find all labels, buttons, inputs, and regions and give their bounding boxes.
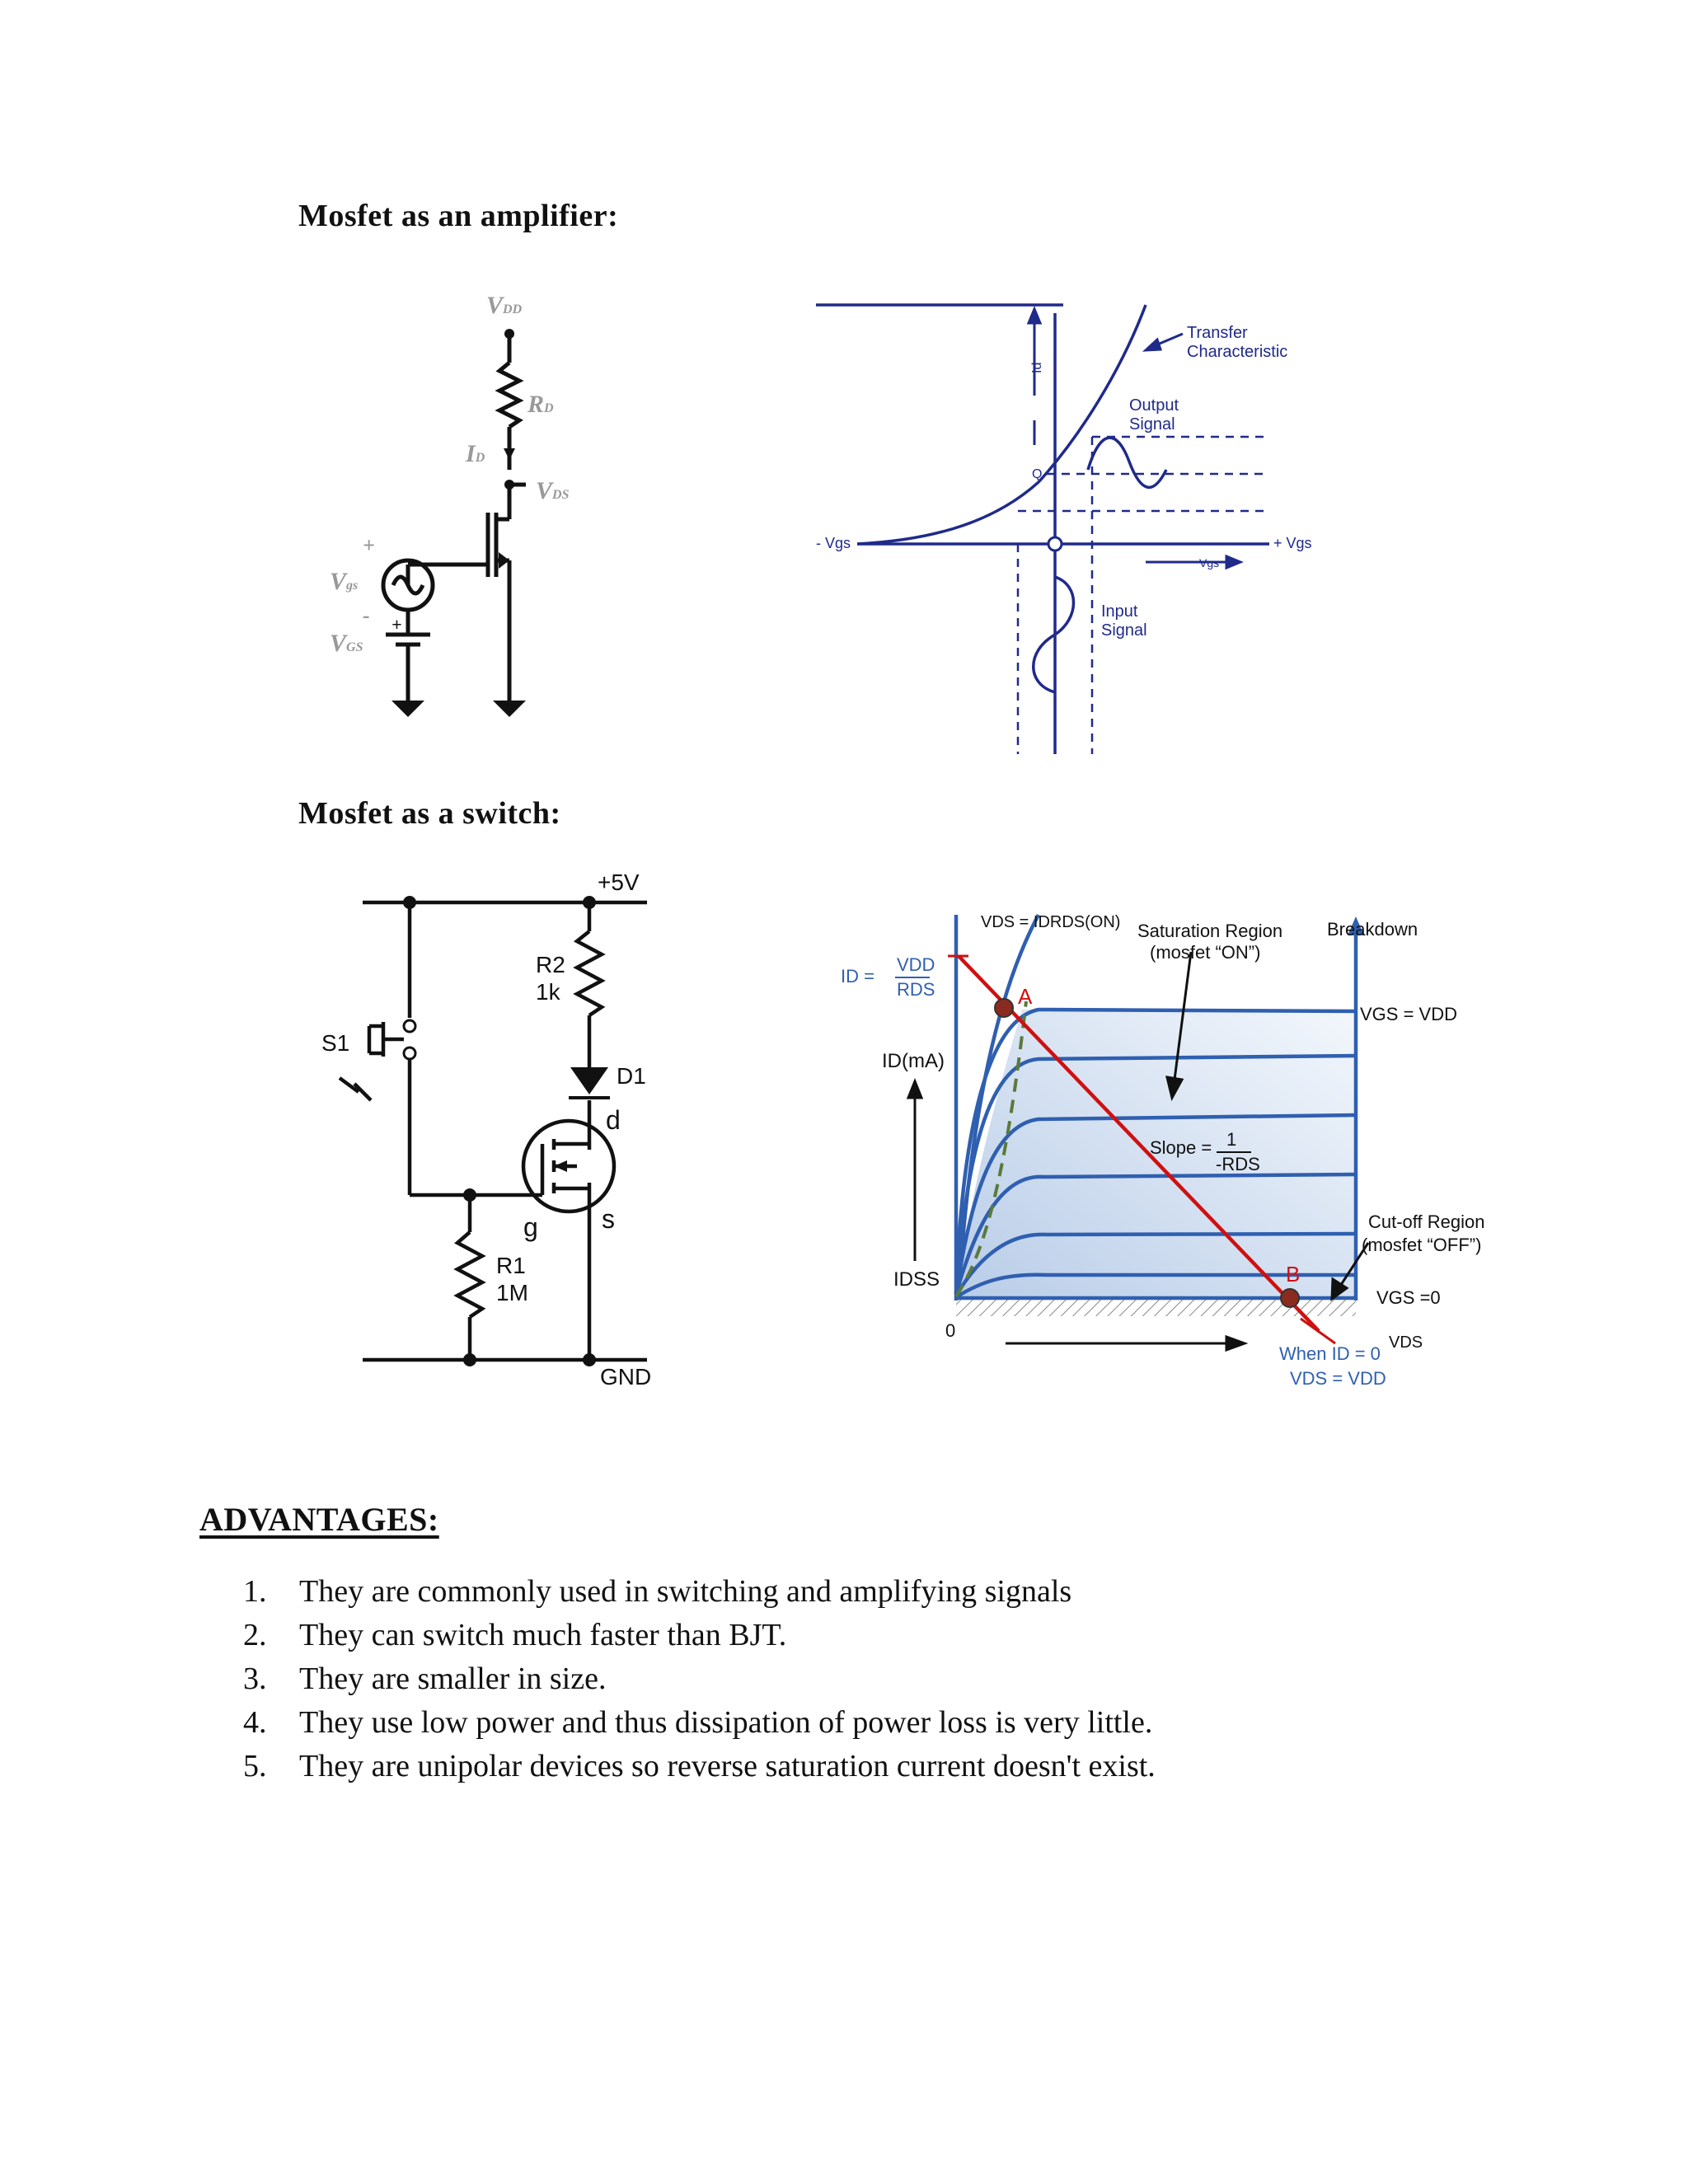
svg-text:1: 1 (1226, 1129, 1236, 1150)
advantages-list: 1.They are commonly used in switching an… (243, 1570, 1156, 1788)
svg-text:VDS = IDRDS(ON): VDS = IDRDS(ON) (981, 913, 1120, 931)
switch-characteristic-graph: VDS = IDRDS(ON) Saturation Region (mosfe… (841, 913, 1484, 1389)
svg-text:VGS =0: VGS =0 (1376, 1287, 1441, 1308)
list-item: 1.They are commonly used in switching an… (243, 1574, 1072, 1609)
svg-text:ID: ID (465, 440, 485, 467)
svg-text:+5V: +5V (598, 869, 640, 895)
svg-text:B: B (1286, 1262, 1300, 1286)
svg-text:-RDS: -RDS (1216, 1154, 1260, 1174)
list-item: 3.They are smaller in size. (243, 1661, 607, 1696)
svg-text:ID =: ID = (841, 966, 874, 987)
svg-text:Transfer: Transfer (1187, 324, 1248, 342)
svg-text:S1: S1 (321, 1030, 349, 1056)
svg-text:d: d (606, 1105, 621, 1135)
svg-text:Output: Output (1129, 396, 1179, 415)
svg-text:Id: Id (1030, 363, 1044, 373)
svg-text:+: + (363, 533, 375, 557)
svg-text:Characteristic: Characteristic (1187, 343, 1287, 361)
svg-text:VDS: VDS (536, 477, 570, 504)
svg-text:IDSS: IDSS (893, 1268, 940, 1291)
transfer-characteristic-graph: Id Transfer Characteristic Output Signal… (816, 303, 1312, 754)
svg-text:ID(mA): ID(mA) (882, 1050, 945, 1072)
list-item: 4.They use low power and thus dissipatio… (243, 1705, 1153, 1740)
svg-text:s: s (602, 1204, 615, 1234)
list-item: 2.They can switch much faster than BJT. (243, 1618, 787, 1652)
svg-text:Q: Q (1032, 467, 1042, 481)
amplifier-heading: Mosfet as an amplifier: (298, 199, 619, 233)
svg-text:(mosfet “OFF”): (mosfet “OFF”) (1362, 1235, 1481, 1255)
switch-heading: Mosfet as a switch: (298, 796, 561, 831)
svg-text:1M: 1M (496, 1280, 528, 1305)
svg-text:R1: R1 (496, 1253, 526, 1278)
svg-text:A: A (1018, 984, 1033, 1009)
svg-text:(mosfet “ON”): (mosfet “ON”) (1150, 942, 1260, 963)
svg-text:-: - (363, 603, 370, 627)
svg-text:0: 0 (945, 1320, 955, 1341)
svg-text:VDD: VDD (486, 292, 523, 319)
advantages-heading: ADVANTAGES: (199, 1501, 439, 1538)
svg-text:When ID = 0: When ID = 0 (1279, 1343, 1381, 1364)
switch-circuit-diagram: +5V R2 1k S1 D1 d g s R1 1M GND (321, 869, 651, 1390)
vdd-label: V (486, 292, 505, 319)
svg-text:VGS: VGS (330, 630, 363, 657)
svg-text:RDS: RDS (897, 979, 935, 1000)
svg-text:D1: D1 (617, 1063, 646, 1089)
svg-text:VDD: VDD (897, 954, 935, 975)
svg-text:Breakdown: Breakdown (1327, 919, 1418, 940)
svg-text:Vgs: Vgs (1199, 556, 1219, 569)
svg-text:Vgs: Vgs (330, 568, 358, 595)
svg-text:1k: 1k (536, 979, 561, 1005)
svg-text:+: + (392, 614, 402, 635)
svg-text:VDS = VDD: VDS = VDD (1290, 1368, 1386, 1389)
svg-text:Saturation Region: Saturation Region (1137, 921, 1282, 941)
svg-text:RD: RD (527, 391, 554, 418)
svg-text:Signal: Signal (1129, 415, 1175, 434)
svg-text:VGS = VDD: VGS = VDD (1360, 1004, 1457, 1024)
svg-text:VDS: VDS (1389, 1333, 1423, 1352)
svg-text:g: g (523, 1212, 538, 1242)
svg-text:Cut-off Region: Cut-off Region (1368, 1212, 1484, 1232)
svg-text:+ Vgs: + Vgs (1273, 535, 1312, 551)
amplifier-circuit-diagram: VDD RD ID VDS Vgs VGS + - + (330, 292, 570, 717)
svg-text:GND: GND (600, 1364, 651, 1390)
svg-text:Slope =: Slope = (1150, 1137, 1212, 1158)
svg-text:R2: R2 (536, 952, 565, 977)
svg-text:Signal: Signal (1101, 621, 1147, 640)
list-item: 5.They are unipolar devices so reverse s… (243, 1749, 1156, 1783)
svg-text:Input: Input (1101, 602, 1138, 621)
svg-text:- Vgs: - Vgs (816, 535, 851, 551)
